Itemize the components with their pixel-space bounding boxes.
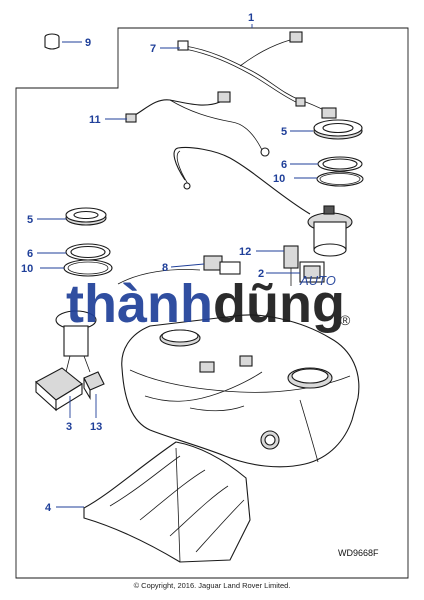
callout-9: 9 bbox=[85, 37, 91, 49]
callout-8-leader bbox=[170, 263, 205, 268]
copyright-notice: © Copyright, 2016. Jaguar Land Rover Lim… bbox=[134, 581, 291, 590]
callout-11: 11 bbox=[89, 114, 101, 126]
part-13-filter bbox=[83, 371, 105, 400]
callout-10b: 10 bbox=[21, 263, 33, 275]
part-pump-module-upper bbox=[307, 205, 353, 257]
watermark-brand-part1: thành bbox=[66, 274, 213, 334]
callout-5b: 5 bbox=[27, 214, 33, 226]
callout-10a: 10 bbox=[273, 173, 285, 185]
callout-6a: 6 bbox=[281, 159, 287, 171]
svg-text:thànhdũng: thànhdũng bbox=[66, 274, 345, 334]
part-7-wiring-harness bbox=[177, 31, 337, 119]
callout-6b: 6 bbox=[27, 248, 33, 260]
part-10-clamp-right bbox=[316, 171, 364, 187]
part-8-crossover-line bbox=[117, 255, 241, 285]
part-6-seal-left bbox=[65, 243, 111, 261]
watermark-brand-part2: dũng bbox=[213, 274, 345, 334]
watermark-registered: ® bbox=[340, 312, 351, 328]
part-11-vent-pipe bbox=[125, 91, 270, 157]
callout-2: 2 bbox=[258, 268, 264, 280]
part-pump-module-lower-left bbox=[55, 310, 97, 373]
callout-1: 1 bbox=[248, 12, 254, 24]
part-9-cap bbox=[44, 33, 60, 50]
callout-3: 3 bbox=[66, 421, 72, 433]
part-1-fuel-tank bbox=[121, 314, 360, 468]
callout-12: 12 bbox=[239, 246, 251, 258]
callout-4: 4 bbox=[45, 502, 52, 514]
part-3-pump-carrier bbox=[35, 367, 83, 412]
callout-13: 13 bbox=[90, 421, 102, 433]
part-12-level-sender bbox=[283, 245, 299, 286]
part-6-seal-right bbox=[317, 156, 363, 172]
callout-5a: 5 bbox=[281, 126, 287, 138]
callout-8: 8 bbox=[162, 262, 168, 274]
part-5-lock-ring-left bbox=[65, 207, 107, 226]
part-fuel-feed-line bbox=[173, 146, 311, 215]
part-2-sender-unit bbox=[299, 261, 325, 283]
reference-code: WD9668F bbox=[338, 548, 379, 558]
watermark-logo: thànhdũng AUTO ® bbox=[66, 273, 351, 334]
part-5-lock-ring-right bbox=[313, 119, 363, 140]
part-4-heat-shield bbox=[83, 441, 251, 563]
assembly-frame bbox=[15, 27, 409, 579]
watermark-tag: AUTO bbox=[299, 273, 336, 288]
callout-7: 7 bbox=[150, 43, 156, 55]
